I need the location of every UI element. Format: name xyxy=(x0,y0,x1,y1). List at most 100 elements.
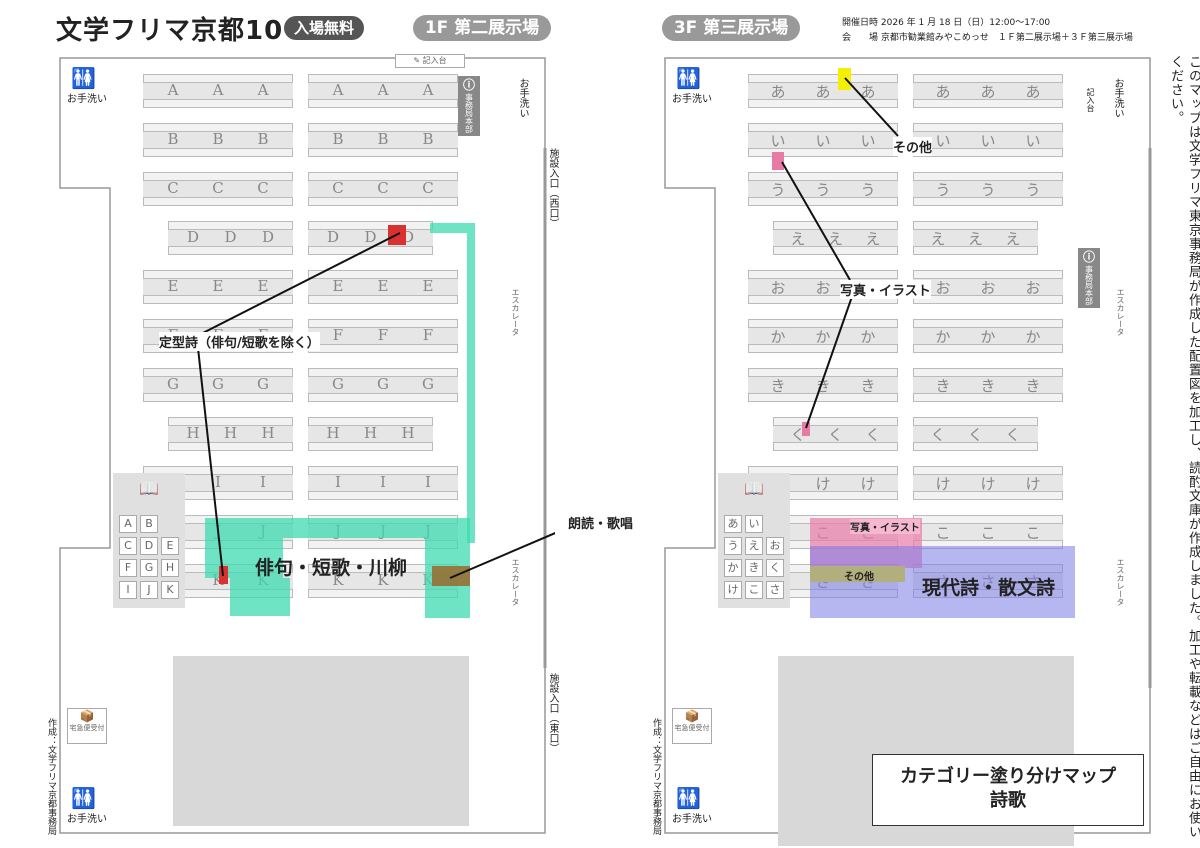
booth-row-label: こ xyxy=(1025,524,1041,542)
booth-row-label: あ xyxy=(860,83,876,101)
index-cell: か xyxy=(724,559,742,577)
booth-row-label: え xyxy=(865,230,881,248)
restroom-label: お手洗い xyxy=(672,814,712,825)
escalator-label-2: エスカレータ xyxy=(511,558,520,606)
booth-number-strip xyxy=(913,221,1038,230)
office-box: ⓘ 事務局本部 xyxy=(1078,248,1100,308)
booth-number-strip xyxy=(748,123,898,132)
booth-number-strip xyxy=(143,393,293,402)
booth-row-label: あ xyxy=(935,83,951,101)
restroom-right: お手洗い xyxy=(1112,78,1123,118)
booth-row-label: あ xyxy=(770,83,786,101)
edit-icon: ✎ xyxy=(413,56,421,65)
booth-row-label: B xyxy=(332,130,344,148)
booth-row-label: お xyxy=(935,279,951,297)
restroom-right: お手洗い xyxy=(517,78,528,118)
booth-block xyxy=(143,132,293,148)
booth-row-label: C xyxy=(422,179,434,197)
booth-block xyxy=(913,328,1063,344)
booth-number-strip xyxy=(913,123,1063,132)
booth-row-label: B xyxy=(212,130,224,148)
index-cell: C xyxy=(119,537,137,555)
writing-desk: ✎ 記入台 xyxy=(395,54,465,68)
booth-row-label: あ xyxy=(1025,83,1041,101)
page-title: 文学フリマ京都10 xyxy=(56,16,284,46)
office-box: ⓘ 事務局本部 xyxy=(458,76,480,136)
booth-row-label: う xyxy=(1025,181,1041,199)
booth-number-strip xyxy=(773,221,898,230)
booth-row-label: A xyxy=(377,81,389,99)
booth-row-label: E xyxy=(212,277,224,295)
booth-number-strip xyxy=(913,368,1063,377)
booth-row-label: こ xyxy=(935,524,951,542)
gendai-area xyxy=(810,546,1075,618)
booth-row-label: D xyxy=(326,228,340,246)
booth-row-label: H xyxy=(223,424,238,442)
escalator-label: エスカレータ xyxy=(1116,288,1125,336)
label-sonota-top: その他 xyxy=(893,137,933,156)
booth-number-strip xyxy=(168,417,293,426)
booth-number-strip xyxy=(308,368,458,377)
booth-row-label: え xyxy=(827,230,843,248)
booth-row-label: か xyxy=(770,328,786,346)
booth-row-label: え xyxy=(930,230,946,248)
index-cell: さ xyxy=(766,581,784,599)
left-floor-map: 🚻 お手洗い 🚻 お手洗い ✎ 記入台 ⓘ 事務局本部 お手洗い 施設入口（西口… xyxy=(46,48,558,838)
teikei-leader-2 xyxy=(197,347,224,577)
booth-number-strip xyxy=(913,442,1038,451)
booth-row-label: C xyxy=(212,179,224,197)
event-date: 開催日時 2026 年 1 月 18 日（日）12:00〜17:00 xyxy=(842,15,1050,28)
index-cell: く xyxy=(766,559,784,577)
booth-row-label: D xyxy=(364,228,377,246)
booth-row-label: い xyxy=(935,132,951,150)
booth-number-strip xyxy=(913,393,1063,402)
booth-row-label: こ xyxy=(980,524,996,542)
booth-row-label: か xyxy=(980,328,996,346)
booth-row-label: E xyxy=(377,277,389,295)
index-cell: K xyxy=(161,581,179,599)
booth-number-strip xyxy=(143,172,293,181)
booth-number-strip xyxy=(308,99,458,108)
index-cell: け xyxy=(724,581,742,599)
booth-number-strip xyxy=(143,270,293,279)
index-cell: こ xyxy=(745,581,763,599)
booth-row-label: E xyxy=(167,277,179,295)
booth-row-label: H xyxy=(326,424,340,442)
event-venue-value: 京都市勧業館みやこめっせ １Ｆ第二展示場＋３Ｆ第三展示場 xyxy=(880,33,1133,43)
escalator-label-2: エスカレータ xyxy=(1116,558,1125,606)
sonota-mark-top xyxy=(838,68,851,90)
label-teikei: 定型詩（俳句/短歌を除く） xyxy=(159,332,320,351)
booth-block xyxy=(748,132,898,148)
booth-number-strip xyxy=(308,148,458,157)
booth-number-strip xyxy=(143,99,293,108)
booth-number-strip xyxy=(748,344,898,353)
booth-row-label: A xyxy=(332,81,344,99)
booth-row-label: C xyxy=(332,179,344,197)
booth-row-label: E xyxy=(422,277,434,295)
booth-number-strip xyxy=(143,123,293,132)
booth-row-label: え xyxy=(790,230,806,248)
index-cell: お xyxy=(766,537,784,555)
booth-row-label: C xyxy=(257,179,269,197)
booth-row-label: K xyxy=(377,571,389,589)
booth-number-strip xyxy=(913,491,1063,500)
booth-number-strip xyxy=(143,148,293,157)
label-photo-small: 写真・イラスト xyxy=(850,519,920,534)
booth-block xyxy=(143,181,293,197)
index-cell: I xyxy=(119,581,137,599)
booth-number-strip xyxy=(748,197,898,206)
booth-row-label: G xyxy=(212,375,224,393)
booth-number-strip xyxy=(168,442,293,451)
index-cell: E xyxy=(161,537,179,555)
restroom-label: お手洗い xyxy=(67,814,107,825)
booth-number-strip xyxy=(913,74,1063,83)
booth-number-strip xyxy=(913,246,1038,255)
booth-number-strip xyxy=(308,246,433,255)
booth-row-label: G xyxy=(257,375,269,393)
booth-number-strip xyxy=(308,123,458,132)
booth-row-label: C xyxy=(377,179,389,197)
event-venue-label: 会 場 xyxy=(842,33,879,43)
index-cell: う xyxy=(724,537,742,555)
booth-row-label: き xyxy=(935,377,951,395)
booth-row-label: お xyxy=(815,279,831,297)
